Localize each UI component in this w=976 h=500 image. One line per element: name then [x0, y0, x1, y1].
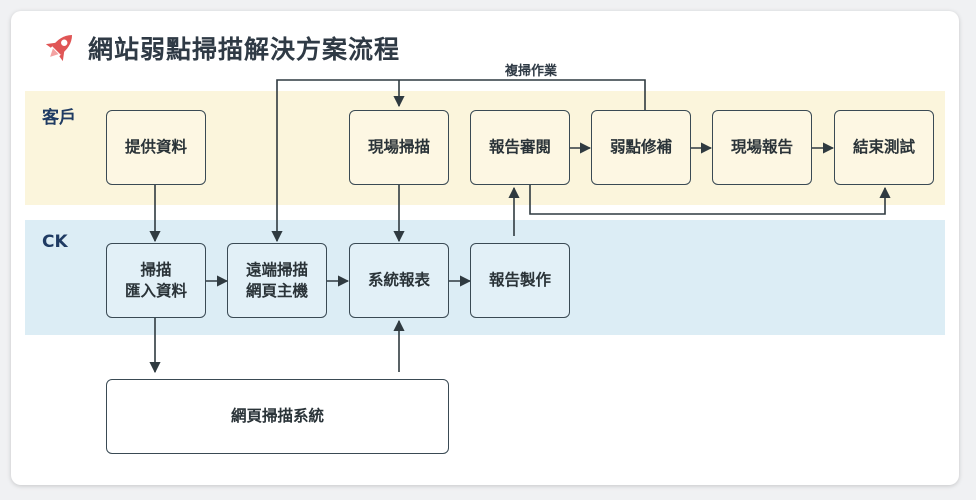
step-vuln-fix: 弱點修補: [591, 110, 691, 185]
step-provide-data: 提供資料: [106, 110, 206, 185]
lane-label-ck: CK: [42, 232, 68, 252]
lane-label-customer: 客戶: [42, 108, 76, 128]
rescan-loop-label: 複掃作業: [505, 64, 558, 79]
step-scan-import: 掃描 匯入資料: [106, 243, 206, 318]
step-web-scan-system: 網頁掃描系統: [106, 379, 449, 454]
step-end-test: 結束測試: [834, 110, 934, 185]
step-report-review: 報告審閱: [470, 110, 570, 185]
page-title: 網站弱點掃描解決方案流程: [88, 35, 401, 64]
step-system-report: 系統報表: [349, 243, 449, 318]
step-remote-scan: 遠端掃描 網頁主機: [227, 243, 327, 318]
step-onsite-scan: 現場掃描: [349, 110, 449, 185]
rocket-icon: [45, 34, 73, 62]
step-onsite-report: 現場報告: [712, 110, 812, 185]
step-report-making: 報告製作: [470, 243, 570, 318]
